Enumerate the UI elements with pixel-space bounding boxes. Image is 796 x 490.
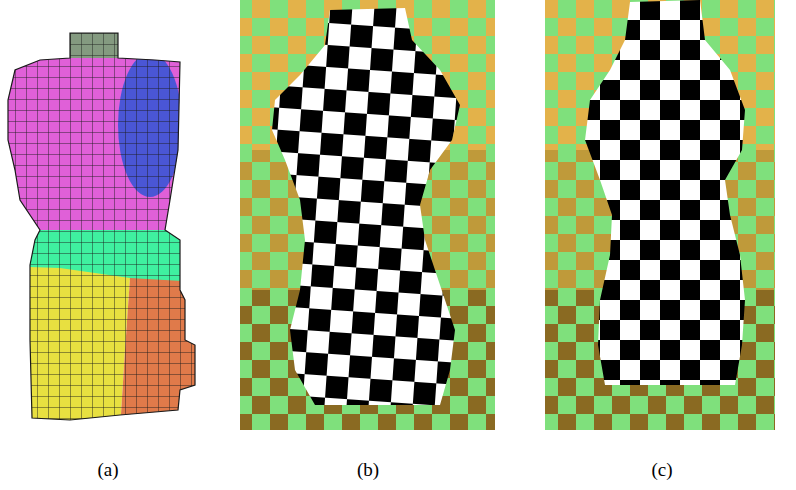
- panel-label: (c): [651, 459, 672, 481]
- panel-label: (b): [357, 459, 379, 481]
- textured-figure-c: [545, 0, 775, 430]
- panel-label: (a): [97, 459, 118, 481]
- mesh-figure: [0, 0, 210, 430]
- textured-figure-b: [240, 0, 495, 430]
